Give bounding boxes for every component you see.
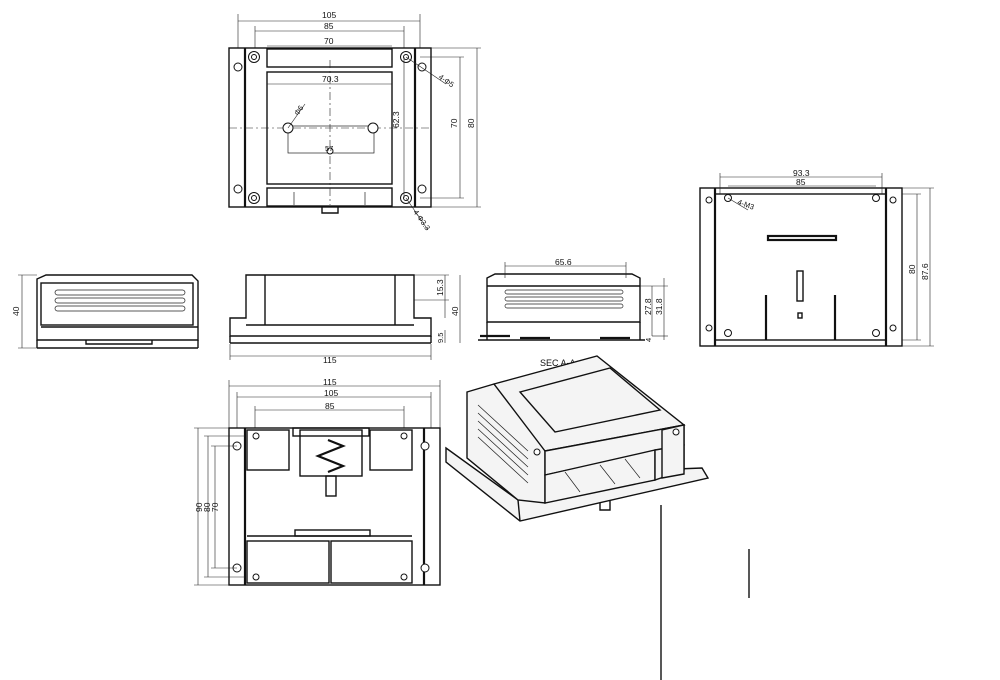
dim-bottom-90: 90 <box>194 502 204 512</box>
front-view: 115 15.3 40 9.5 <box>229 274 461 365</box>
dim-front-9-5: 9.5 <box>436 333 445 343</box>
section-label: SEC A-A <box>540 358 576 368</box>
dim-section-31-8: 31.8 <box>654 298 664 315</box>
dim-front-40: 40 <box>450 306 460 316</box>
dim-top-57: 57 <box>325 144 333 153</box>
dim-inner-80: 80 <box>907 264 917 274</box>
dim-front-15-3: 15.3 <box>435 279 445 296</box>
dim-top-105: 105 <box>322 10 336 20</box>
section-view: 65.6 27.8 31.8 4 SEC A-A <box>478 257 668 368</box>
dim-section-65-6: 65.6 <box>555 257 572 267</box>
label-4-m3: 4-M3 <box>736 197 755 211</box>
dim-inner-87-6: 87.6 <box>920 263 930 280</box>
dim-inner-85: 85 <box>796 177 806 187</box>
dim-section-27-8: 27.8 <box>643 298 653 315</box>
isometric-view <box>445 355 710 522</box>
dim-side-40: 40 <box>11 306 21 316</box>
dim-bottom-105: 105 <box>324 388 338 398</box>
dim-front-115: 115 <box>323 355 337 365</box>
dim-section-4: 4 <box>644 338 653 342</box>
dim-top-70-v: 70 <box>449 118 459 128</box>
label-4-phi5: 4-Φ5 <box>437 72 456 89</box>
dim-bottom-85: 85 <box>325 401 335 411</box>
inner-view: 93.3 85 80 87.6 4-M3 <box>699 168 934 347</box>
dim-top-70-3: 70.3 <box>322 74 339 84</box>
label-4-phi3-3: 4-Φ3.3 <box>411 208 432 232</box>
dim-inner-93-3: 93.3 <box>793 168 810 178</box>
dim-bottom-80: 80 <box>202 502 212 512</box>
bottom-view: 115 105 85 90 <box>194 377 441 586</box>
dim-bottom-115: 115 <box>323 377 337 387</box>
dim-top-70: 70 <box>324 36 334 46</box>
left-side-view: 40 <box>11 274 199 349</box>
dim-bottom-70: 70 <box>210 502 220 512</box>
dim-top-85: 85 <box>324 21 334 31</box>
top-view: 105 85 70 <box>228 10 481 232</box>
dim-top-62-3: 62.3 <box>391 111 401 128</box>
dim-top-80: 80 <box>466 118 476 128</box>
